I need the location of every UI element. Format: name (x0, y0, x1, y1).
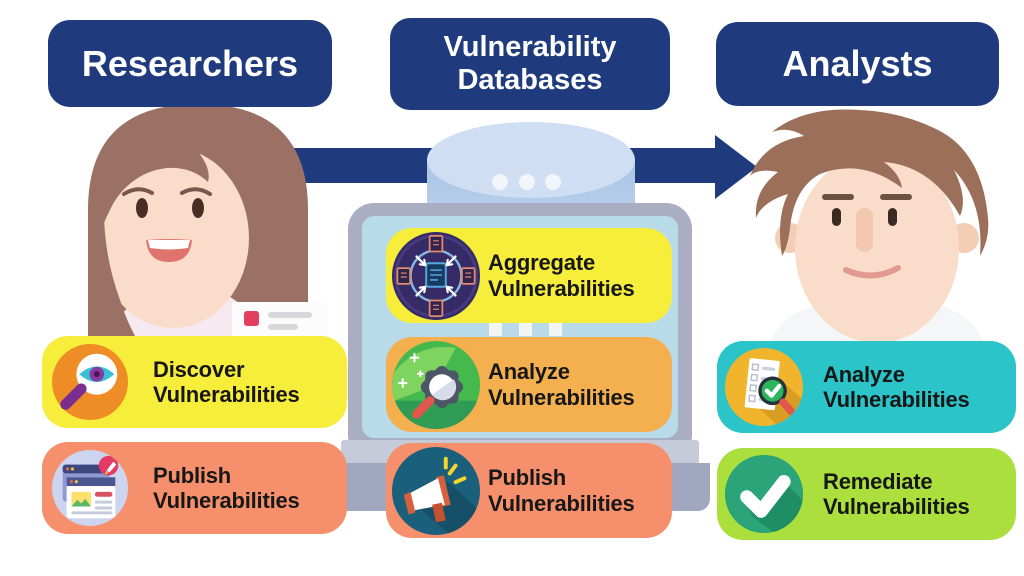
pill-label: Discover Vulnerabilities (42, 357, 300, 407)
gear-magnifier-icon (391, 340, 481, 430)
checkmark-icon (724, 454, 804, 534)
pill-label-line1: Analyze (823, 361, 905, 387)
header-databases-line2: Databases (457, 64, 603, 96)
header-researchers: Researchers (48, 20, 332, 107)
header-databases-line1: Vulnerability (443, 30, 617, 63)
header-researchers-label: Researchers (81, 42, 299, 84)
screen-connector-mark (489, 322, 502, 336)
pill-analyze-vulnerabilities-right: Analyze Vulnerabilities (717, 341, 1016, 433)
pill-label-line2: Vulnerabilities (153, 488, 300, 513)
screen-connector-mark (549, 322, 562, 336)
header-analysts-label: Analysts (782, 43, 933, 85)
pill-label: Publish Vulnerabilities (42, 463, 300, 513)
pill-remediate-vulnerabilities: Remediate Vulnerabilities (717, 448, 1016, 540)
pill-label-line1: Analyze (488, 359, 570, 385)
pill-label-line2: Vulnerabilities (823, 387, 970, 412)
pill-label: Analyze Vulnerabilities (717, 362, 970, 412)
pill-label-line2: Vulnerabilities (488, 384, 635, 410)
megaphone-icon (391, 446, 481, 536)
screen-connector-mark (519, 322, 532, 336)
pill-label-line1: Remediate (823, 468, 933, 494)
pill-label-line2: Vulnerabilities (823, 494, 970, 519)
magnifier-eye-icon (51, 343, 129, 421)
pill-label: Remediate Vulnerabilities (717, 469, 970, 519)
pill-publish-vulnerabilities-middle: Publish Vulnerabilities (386, 443, 672, 538)
pill-label-line1: Aggregate (488, 250, 595, 276)
pill-publish-vulnerabilities-left: Publish Vulnerabilities (42, 442, 347, 534)
pill-label: Aggregate Vulnerabilities (386, 250, 635, 300)
aggregate-documents-icon (391, 231, 481, 321)
id-badge (232, 302, 328, 338)
document-check-magnifier-icon (724, 347, 804, 427)
pill-label-line2: Vulnerabilities (153, 382, 300, 407)
pill-label-line2: Vulnerabilities (488, 275, 635, 301)
pill-label-line1: Discover (153, 356, 245, 382)
pill-label-line2: Vulnerabilities (488, 490, 635, 516)
pill-aggregate-vulnerabilities: Aggregate Vulnerabilities (386, 228, 672, 323)
header-vulnerability-databases: Vulnerability Databases (390, 18, 670, 110)
pill-label: Analyze Vulnerabilities (386, 359, 635, 409)
analyst-avatar (750, 109, 989, 345)
pill-label: Publish Vulnerabilities (386, 465, 635, 515)
pill-label-line1: Publish (153, 462, 232, 488)
browser-publish-icon (51, 449, 129, 527)
pill-label-line1: Publish (488, 465, 567, 491)
pill-analyze-vulnerabilities-middle: Analyze Vulnerabilities (386, 337, 672, 432)
researcher-avatar (88, 104, 328, 348)
pill-discover-vulnerabilities: Discover Vulnerabilities (42, 336, 347, 428)
header-analysts: Analysts (716, 22, 999, 106)
